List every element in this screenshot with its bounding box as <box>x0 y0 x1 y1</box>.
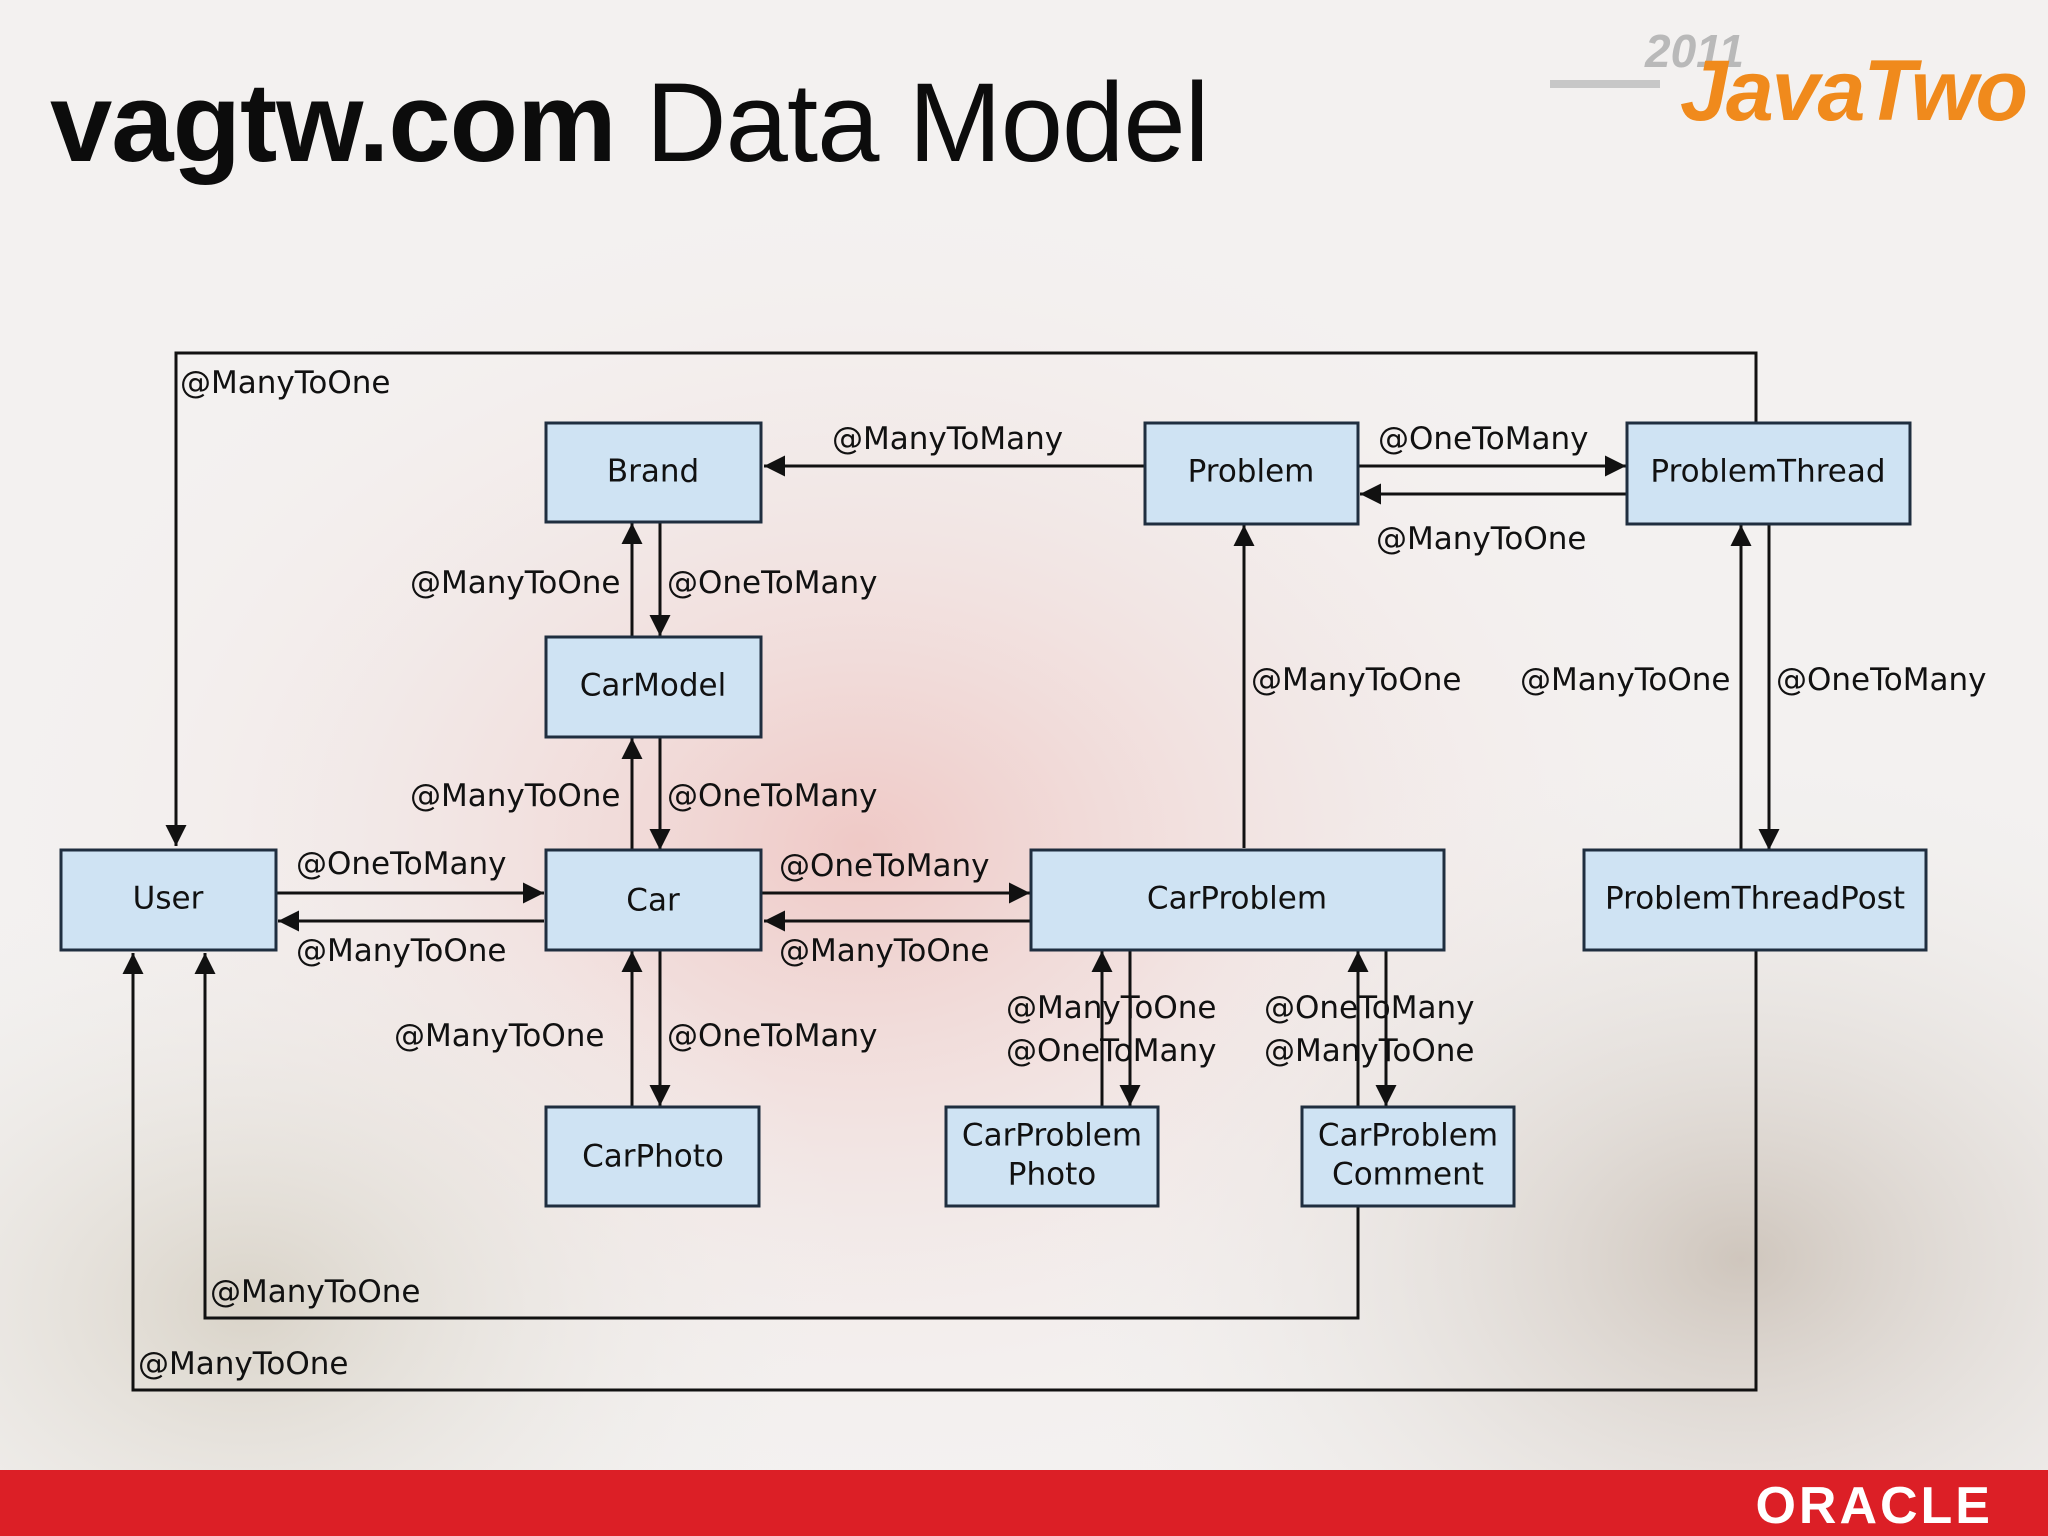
relation-label: @ManyToOne <box>1251 662 1462 698</box>
entity-brand: Brand <box>546 423 761 522</box>
relation-label: @ManyToOne <box>394 1018 605 1054</box>
footer-bar <box>0 1470 2048 1536</box>
entity-user-label: User <box>133 881 204 917</box>
entity-problem-thread-post-label: ProblemThreadPost <box>1605 881 1905 917</box>
entity-car-photo-label: CarPhoto <box>582 1139 724 1175</box>
entity-car-problem-comment-line2: Comment <box>1332 1157 1484 1193</box>
entity-user: User <box>61 850 276 950</box>
entity-problem-label: Problem <box>1188 454 1315 490</box>
relation-label: @ManyToOne <box>1264 1033 1475 1069</box>
entity-problem-thread-label: ProblemThread <box>1650 454 1885 490</box>
entity-car-label: Car <box>626 883 680 919</box>
entity-brand-label: Brand <box>607 454 699 490</box>
entity-car-model-label: CarModel <box>580 668 726 704</box>
relation-label: @OneToMany <box>1006 1033 1217 1069</box>
oracle-logo: ORACLE <box>1755 1476 1993 1536</box>
relation-label: @ManyToOne <box>1006 990 1217 1026</box>
entity-car-problem: CarProblem <box>1031 850 1444 950</box>
relation-label: @OneToMany <box>667 778 878 814</box>
relation-label: @OneToMany <box>1378 421 1589 457</box>
relation-label: @OneToMany <box>667 565 878 601</box>
entity-car-problem-comment-line1: CarProblem <box>1318 1118 1498 1154</box>
relation-label: @OneToMany <box>779 848 990 884</box>
relation-label: @ManyToMany <box>832 421 1063 457</box>
entity-problem-thread-post: ProblemThreadPost <box>1584 850 1926 950</box>
entity-car-model: CarModel <box>546 637 761 737</box>
relation-label: @OneToMany <box>667 1018 878 1054</box>
entity-car-problem-photo: CarProblem Photo <box>946 1107 1158 1206</box>
relation-label: @OneToMany <box>1264 990 1475 1026</box>
entity-car-problem-photo-line1: CarProblem <box>962 1118 1142 1154</box>
relation-label: @ManyToOne <box>296 933 507 969</box>
relation-label: @ManyToOne <box>410 778 621 814</box>
relation-label: @ManyToOne <box>138 1346 349 1382</box>
entity-car: Car <box>546 850 761 950</box>
entity-problem-thread: ProblemThread <box>1627 423 1910 524</box>
relation-label: @ManyToOne <box>1520 662 1731 698</box>
relation-label: @ManyToOne <box>410 565 621 601</box>
relation-label: @ManyToOne <box>1376 521 1587 557</box>
relation-label: @ManyToOne <box>779 933 990 969</box>
entity-car-photo: CarPhoto <box>546 1107 759 1206</box>
entity-car-problem-label: CarProblem <box>1147 881 1327 917</box>
relation-label: @OneToMany <box>1776 662 1987 698</box>
relation-label: @ManyToOne <box>210 1274 421 1310</box>
entity-car-problem-comment: CarProblem Comment <box>1302 1107 1514 1206</box>
entity-car-problem-photo-line2: Photo <box>1008 1157 1096 1193</box>
entity-problem: Problem <box>1145 423 1358 524</box>
relation-label: @OneToMany <box>296 846 507 882</box>
relation-label: @ManyToOne <box>180 365 391 401</box>
